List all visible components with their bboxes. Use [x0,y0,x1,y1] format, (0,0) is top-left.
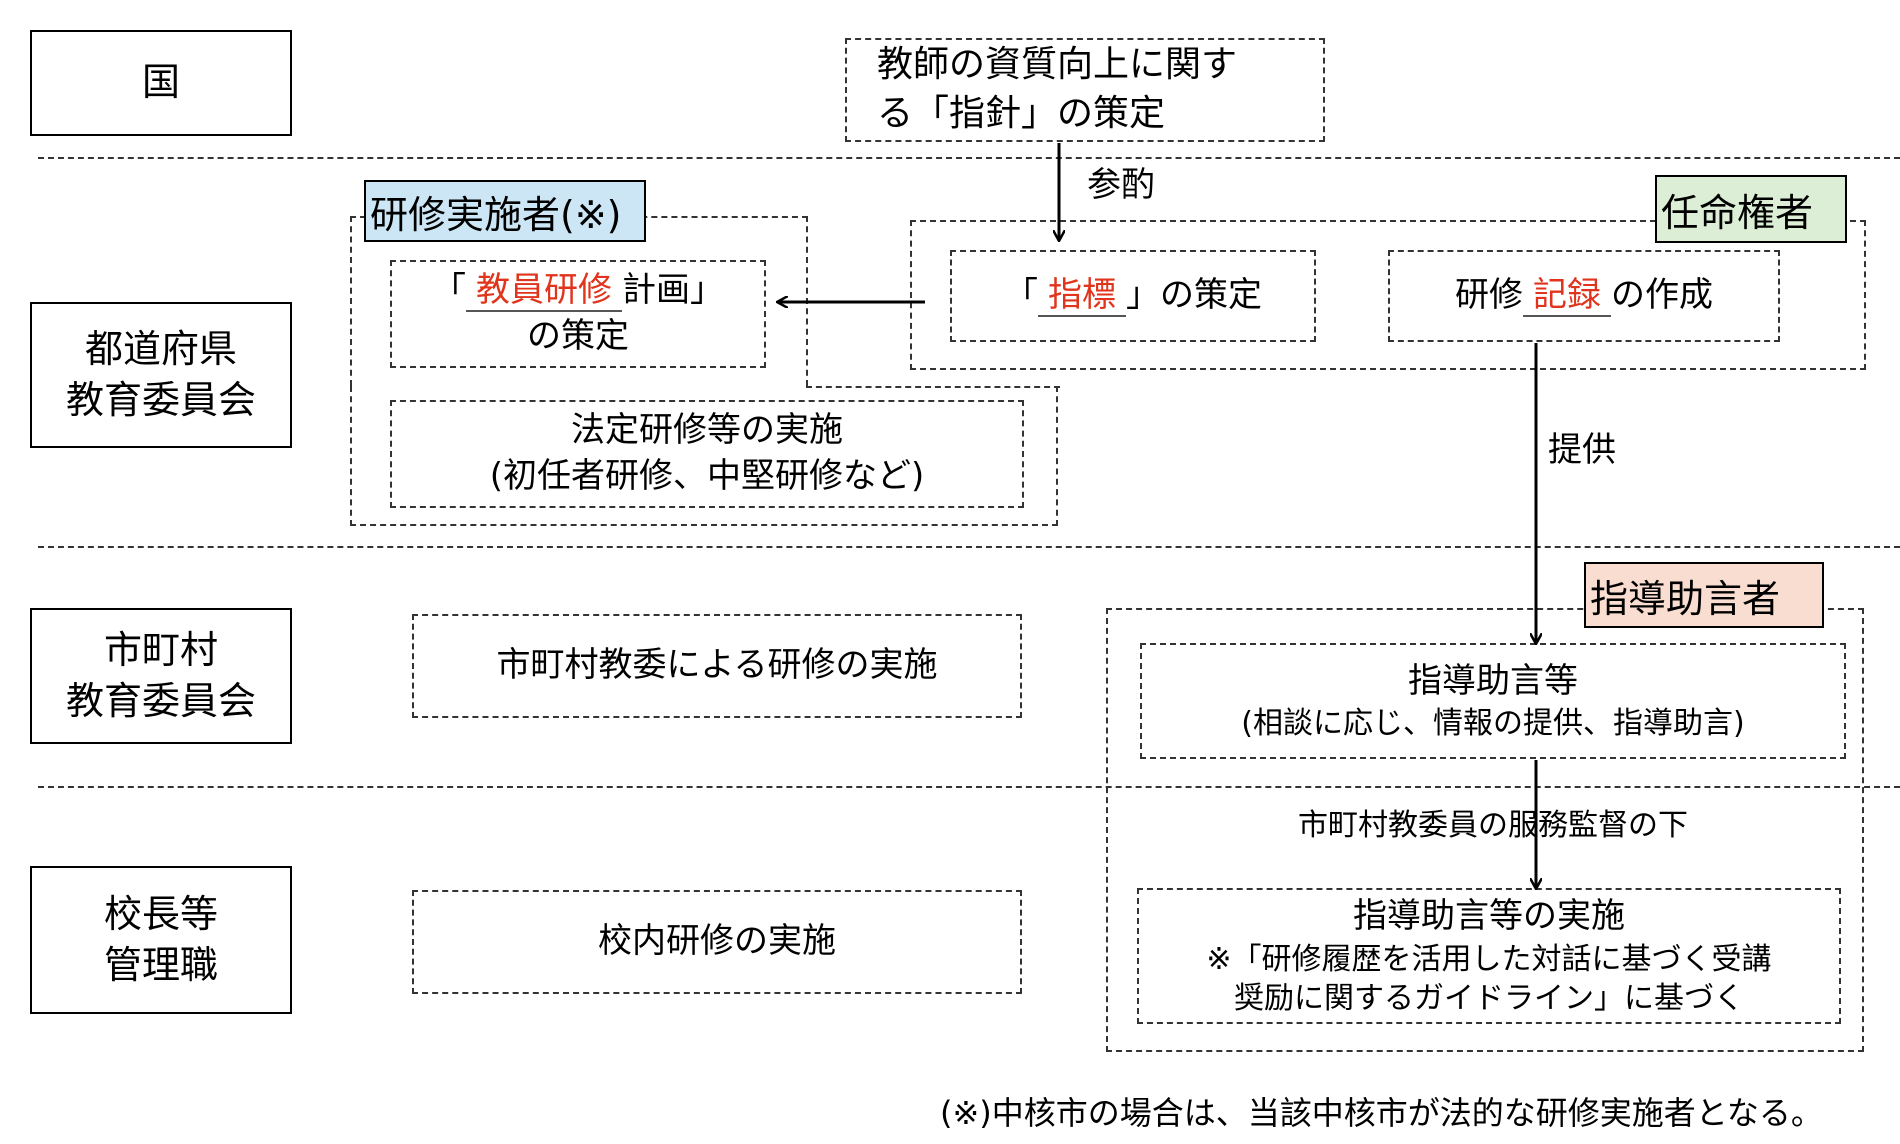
supervision-label: 市町村教委員の服務監督の下 [1298,808,1688,843]
level-national: 国 [30,30,292,136]
indicator-keyword: 指標 [1038,275,1126,318]
record-line: 研修記録の作成 [1455,273,1713,319]
training-plan-line1: 「教員研修計画」 [432,268,724,314]
indicator-box: 「指標」の策定 [950,250,1316,342]
reference-label: 参酌 [1087,165,1155,205]
guideline-line1: 教師の資質向上に関す [877,44,1238,86]
statutory-line2: (初任者研修、中堅研修など) [489,456,925,496]
indicator-rest: 」の策定 [1126,275,1262,316]
level-prefecture-line2: 教育委員会 [65,378,256,422]
role-advisor: 指導助言者 [1584,562,1824,628]
implementer-group-step [806,386,1060,388]
level-municipal-line2: 教育委員会 [65,679,256,723]
level-national-label: 国 [141,60,180,105]
separator-national [38,157,1900,159]
level-prefecture-line1: 都道府県 [84,326,237,371]
indicator-open: 「 [1004,275,1038,316]
indicator-line: 「指標」の策定 [1004,273,1262,319]
training-plan-box: 「教員研修計画」 の策定 [390,260,766,368]
training-plan-keyword: 教員研修 [466,270,622,313]
statutory-training-box: 法定研修等の実施 (初任者研修、中堅研修など) [390,400,1024,508]
separator-municipal [38,786,1900,788]
training-plan-open: 「 [432,270,466,311]
statutory-line1: 法定研修等の実施 [571,410,843,451]
guideline-box: 教師の資質向上に関す る「指針」の策定 [845,38,1325,142]
level-municipal: 市町村 教育委員会 [30,608,292,744]
provide-label: 提供 [1548,430,1616,470]
footnote: (※)中核市の場合は、当該中核市が法的な研修実施者となる。 [940,1094,1823,1132]
advisor-group [1106,608,1864,1052]
municipal-training-label: 市町村教委による研修の実施 [496,645,938,686]
advice-line2: (相談に応じ、情報の提供、指導助言) [1241,706,1745,742]
record-keyword: 記録 [1523,275,1611,318]
role-implementer: 研修実施者(※) [364,180,646,242]
appointer-group [910,220,1866,370]
level-municipal-line1: 市町村 [103,627,218,672]
advice-line1: 指導助言等 [1408,660,1578,701]
level-prefecture: 都道府県 教育委員会 [30,302,292,448]
record-box: 研修記録の作成 [1388,250,1780,342]
level-principal-line1: 校長等 [103,891,218,936]
record-rest: の作成 [1611,275,1713,316]
role-appointer-label: 任命権者 [1661,190,1814,235]
training-plan-rest: 計画」 [622,270,724,311]
advice-box: 指導助言等 (相談に応じ、情報の提供、指導助言) [1140,643,1846,759]
advice-impl-box: 指導助言等の実施 ※「研修履歴を活用した対話に基づく受講 奨励に関するガイドライ… [1137,888,1841,1024]
school-training-box: 校内研修の実施 [412,890,1022,994]
record-pre: 研修 [1455,275,1523,316]
role-advisor-label: 指導助言者 [1590,576,1781,621]
school-training-label: 校内研修の実施 [598,921,836,962]
municipal-training-box: 市町村教委による研修の実施 [412,614,1022,718]
level-principal: 校長等 管理職 [30,866,292,1014]
implementer-group-lower [350,386,1058,526]
advice-impl-line2: ※「研修履歴を活用した対話に基づく受講 [1206,941,1772,977]
advice-impl-line3: 奨励に関するガイドライン」に基づく [1234,980,1744,1016]
training-plan-line2: の策定 [527,316,629,356]
advice-impl-line1: 指導助言等の実施 [1353,896,1625,937]
role-implementer-label: 研修実施者(※) [370,192,622,237]
role-appointer: 任命権者 [1655,175,1847,243]
separator-prefecture [38,546,1900,548]
guideline-line2: る「指針」の策定 [877,93,1166,134]
level-principal-line2: 管理職 [103,943,218,987]
